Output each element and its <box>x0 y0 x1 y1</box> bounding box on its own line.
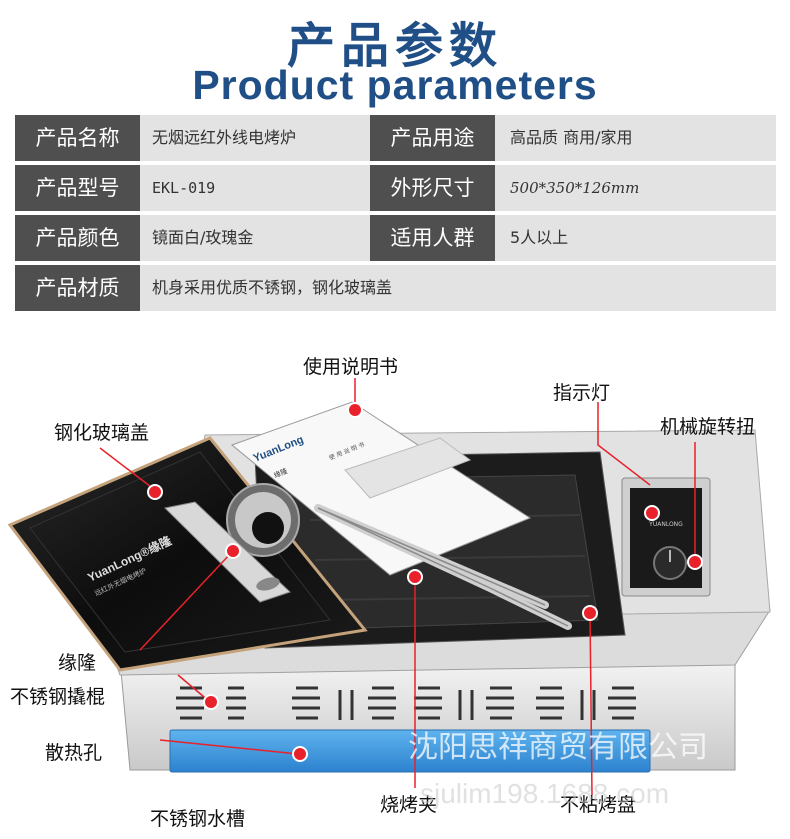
page-subtitle: Product parameters <box>192 62 598 108</box>
spec-label-material: 产品材质 <box>15 265 140 311</box>
callout-vent: 散热孔 <box>45 742 103 764</box>
marker-tongs-icon <box>407 569 423 585</box>
spec-value-color: 镜面白/玫瑰金 <box>152 228 254 247</box>
glass-lid: YuanLong®缘隆 远红外无烟电烤炉 <box>7 436 368 672</box>
spec-row: 产品型号 EKL-019 外形尺寸 500*350*126mm <box>15 165 776 211</box>
spec-value-dimensions: 500*350*126mm <box>510 179 640 197</box>
callout-brand: 缘隆 <box>58 652 97 674</box>
callout-tongs: 烧烤夹 <box>380 794 438 816</box>
callout-pan: 不粘烤盘 <box>560 794 637 816</box>
callout-indicator: 指示灯 <box>553 382 611 404</box>
spec-label-model: 产品型号 <box>15 165 140 211</box>
callout-glass-lid: 钢化玻璃盖 <box>54 422 150 444</box>
grill-drawing: YUANLONG YuanLong®缘隆 远红外无烟电烤炉 YuanLong 缘… <box>7 378 771 796</box>
lid-handle-icon <box>252 512 284 544</box>
spec-row: 产品颜色 镜面白/玫瑰金 适用人群 5人以上 <box>15 215 776 261</box>
marker-glass-lid-icon <box>147 484 163 500</box>
callout-manual: 使用说明书 <box>303 356 399 378</box>
vent-holes <box>176 686 636 720</box>
spec-label-color: 产品颜色 <box>15 215 140 261</box>
callout-knob: 机械旋转扭 <box>660 416 756 438</box>
callout-lines <box>99 378 696 796</box>
spec-label-dimensions: 外形尺寸 <box>370 165 495 211</box>
spec-value-material: 机身采用优质不锈钢，钢化玻璃盖 <box>152 278 393 297</box>
callout-pry-bar: 不锈钢撬棍 <box>10 686 106 708</box>
user-manual: YuanLong 缘隆 使 用 说 明 书 <box>231 401 532 576</box>
spec-label-usage: 产品用途 <box>370 115 495 161</box>
marker-knob-icon <box>687 554 703 570</box>
callout-markers <box>147 402 703 762</box>
spec-value-audience: 5人以上 <box>510 228 569 247</box>
spec-row: 产品材质 机身采用优质不锈钢，钢化玻璃盖 <box>15 265 776 311</box>
page-title: 产品参数 <box>286 18 503 74</box>
callout-water-tank: 不锈钢水槽 <box>150 808 246 830</box>
control-panel: YUANLONG <box>621 477 711 597</box>
marker-vent-icon <box>203 694 219 710</box>
watermark-url: sjulim198.1688.com <box>420 778 670 809</box>
spec-value-usage: 高品质 商用/家用 <box>510 128 633 147</box>
spec-value-model: EKL-019 <box>152 179 216 197</box>
watermark-company: 沈阳思祥商贸有限公司 <box>408 731 708 764</box>
marker-pan-icon <box>582 605 598 621</box>
marker-manual-icon <box>347 402 363 418</box>
marker-water-tank-icon <box>292 746 308 762</box>
spec-label-name: 产品名称 <box>15 115 140 161</box>
spec-label-audience: 适用人群 <box>370 215 495 261</box>
spec-table: 产品名称 无烟远红外线电烤炉 产品用途 高品质 商用/家用 产品型号 EKL-0… <box>15 115 776 315</box>
marker-indicator-icon <box>644 505 660 521</box>
marker-pry-bar-icon <box>225 543 241 559</box>
spec-value-name: 无烟远红外线电烤炉 <box>152 128 297 147</box>
water-tank <box>169 729 651 773</box>
panel-label: YUANLONG <box>648 521 683 528</box>
knob-icon <box>653 546 687 580</box>
product-illustration: YUANLONG YuanLong®缘隆 远红外无烟电烤炉 YuanLong 缘… <box>0 330 790 839</box>
spec-row: 产品名称 无烟远红外线电烤炉 产品用途 高品质 商用/家用 <box>15 115 776 161</box>
